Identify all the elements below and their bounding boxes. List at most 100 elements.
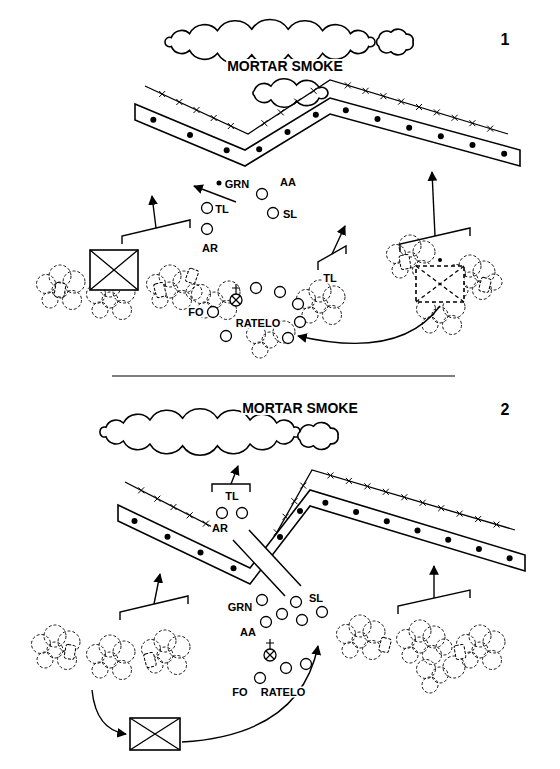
vehicle-symbol [454, 644, 466, 660]
mine-dot [224, 147, 230, 153]
wire-barb [363, 88, 369, 94]
position-label: AR [211, 523, 229, 534]
wire-barb [278, 109, 284, 115]
obstacle-band [118, 490, 525, 584]
wire-barb [469, 120, 475, 126]
command-post-cross [266, 639, 274, 659]
soldier-symbol [281, 663, 292, 674]
unit-symbol [90, 250, 138, 290]
wire-barb [327, 472, 333, 478]
soldier-symbol [297, 615, 308, 626]
mine-dot [285, 129, 291, 135]
soldier-symbol [291, 597, 302, 608]
wire-barb [294, 99, 300, 105]
mine-dot [313, 112, 319, 118]
vegetation [352, 632, 368, 648]
soldier-symbol [261, 617, 272, 628]
mine-dot [187, 132, 193, 138]
wire-barb [438, 505, 444, 511]
mine-dot [277, 534, 283, 540]
wire-barb [311, 88, 317, 94]
movement-arrow [433, 566, 434, 598]
position-label: TL [322, 273, 337, 284]
vegetation [432, 667, 448, 683]
vegetation [113, 661, 132, 680]
vegetation [412, 637, 428, 653]
vegetation [168, 656, 187, 675]
soldier-symbol [257, 189, 268, 200]
breach-lane [233, 530, 301, 596]
vegetation [413, 241, 435, 263]
position-label: FO [231, 687, 248, 698]
soldier-symbol [257, 595, 268, 606]
soldier-symbol [208, 307, 219, 318]
vegetation [436, 639, 452, 655]
vehicle-symbol [478, 277, 491, 293]
position-label: RATELO [260, 687, 306, 698]
movement-arrow [432, 172, 435, 236]
unit-symbol [130, 718, 180, 750]
mine-dot [445, 537, 451, 543]
wire-barb [416, 104, 422, 110]
mine-dot [501, 151, 507, 157]
wire-barb [176, 99, 182, 105]
position-label: AA [239, 627, 257, 638]
soldier-symbol [317, 607, 328, 618]
vegetation [483, 631, 505, 653]
vegetation [192, 285, 211, 304]
wire-barb [291, 498, 297, 504]
mine-dot [476, 546, 482, 552]
vegetation [483, 651, 502, 670]
soldier-symbol [268, 208, 279, 219]
mine-dot [438, 133, 444, 139]
vegetation [186, 284, 202, 300]
wire-barb [487, 126, 493, 132]
vehicle-symbol [143, 652, 156, 668]
position-label: TL [214, 204, 229, 215]
mine-dot [415, 528, 421, 534]
vehicle-symbol [153, 282, 166, 298]
soldier-symbol [277, 609, 288, 620]
vegetation [154, 630, 176, 652]
vegetation [92, 662, 108, 678]
vegetation [252, 342, 268, 358]
panel-number: 1 [500, 32, 511, 48]
wire-barb [171, 504, 177, 510]
soldier-symbol [301, 659, 312, 670]
movement-arrow [231, 466, 238, 484]
unit-symbol-cross [130, 718, 180, 750]
unit-symbol-cross [416, 266, 464, 302]
wire-barb [211, 115, 217, 121]
vegetation [47, 642, 63, 658]
mine-dot [132, 518, 138, 524]
wire-barb [187, 512, 193, 518]
mine-dot [384, 518, 390, 524]
vegetation [342, 642, 358, 658]
soldier-symbol [295, 317, 306, 328]
vegetation [312, 297, 328, 313]
panel-one [37, 19, 521, 358]
vegetation [113, 301, 132, 320]
mine-dot [507, 555, 513, 561]
smoke-cloud [298, 423, 338, 450]
vehicle-symbol [185, 268, 199, 285]
vegetation [44, 625, 66, 647]
wire-barb [475, 516, 481, 522]
soldier-symbol [202, 203, 213, 214]
vehicle-symbol [64, 644, 76, 660]
vegetation [63, 291, 82, 310]
wire-barb [401, 494, 407, 500]
mine-dot [343, 107, 349, 113]
mine-dot [231, 565, 237, 571]
mine-dot [256, 146, 262, 152]
wire-barb [420, 500, 426, 506]
soldier-symbol [283, 333, 294, 344]
smoke-cloud [100, 409, 300, 455]
vehicle-symbol [399, 254, 411, 270]
breach-lane-edge [233, 530, 301, 596]
vegetation [422, 317, 438, 333]
mine-dot [297, 508, 303, 514]
soldier-symbol [275, 287, 286, 298]
vegetation [409, 620, 431, 642]
